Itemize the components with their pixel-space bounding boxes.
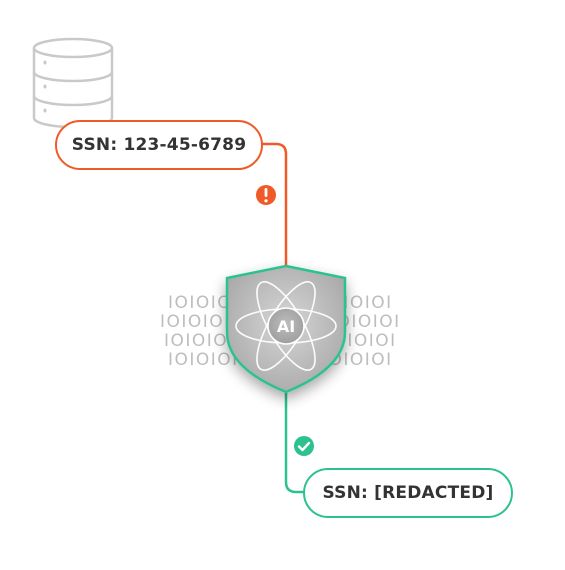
binary-stream-right-row-2: IOIOIOI	[330, 312, 401, 332]
check-icon	[294, 436, 314, 456]
source-ssn-label: SSN: 123-45-6789	[71, 135, 247, 155]
ai-label: AI	[277, 317, 295, 336]
atom-shield-icon: AI	[225, 264, 347, 394]
result-connector	[284, 392, 304, 494]
source-connector	[262, 142, 288, 268]
binary-stream-left-row-3: IOIOIOI	[164, 331, 235, 351]
binary-stream-left-row-1: IOIOIOI	[168, 293, 239, 313]
redacted-ssn-pill: SSN: [REDACTED]	[303, 468, 513, 518]
binary-stream-right-row-4: IOIOIOI	[322, 350, 393, 370]
binary-stream-left-row-4: IOIOIOI	[168, 350, 239, 370]
redacted-ssn-label: SSN: [REDACTED]	[322, 483, 494, 503]
warning-icon	[256, 185, 276, 205]
binary-stream-left-row-2: IOIOIOI	[160, 312, 231, 332]
source-ssn-pill: SSN: 123-45-6789	[55, 120, 263, 170]
